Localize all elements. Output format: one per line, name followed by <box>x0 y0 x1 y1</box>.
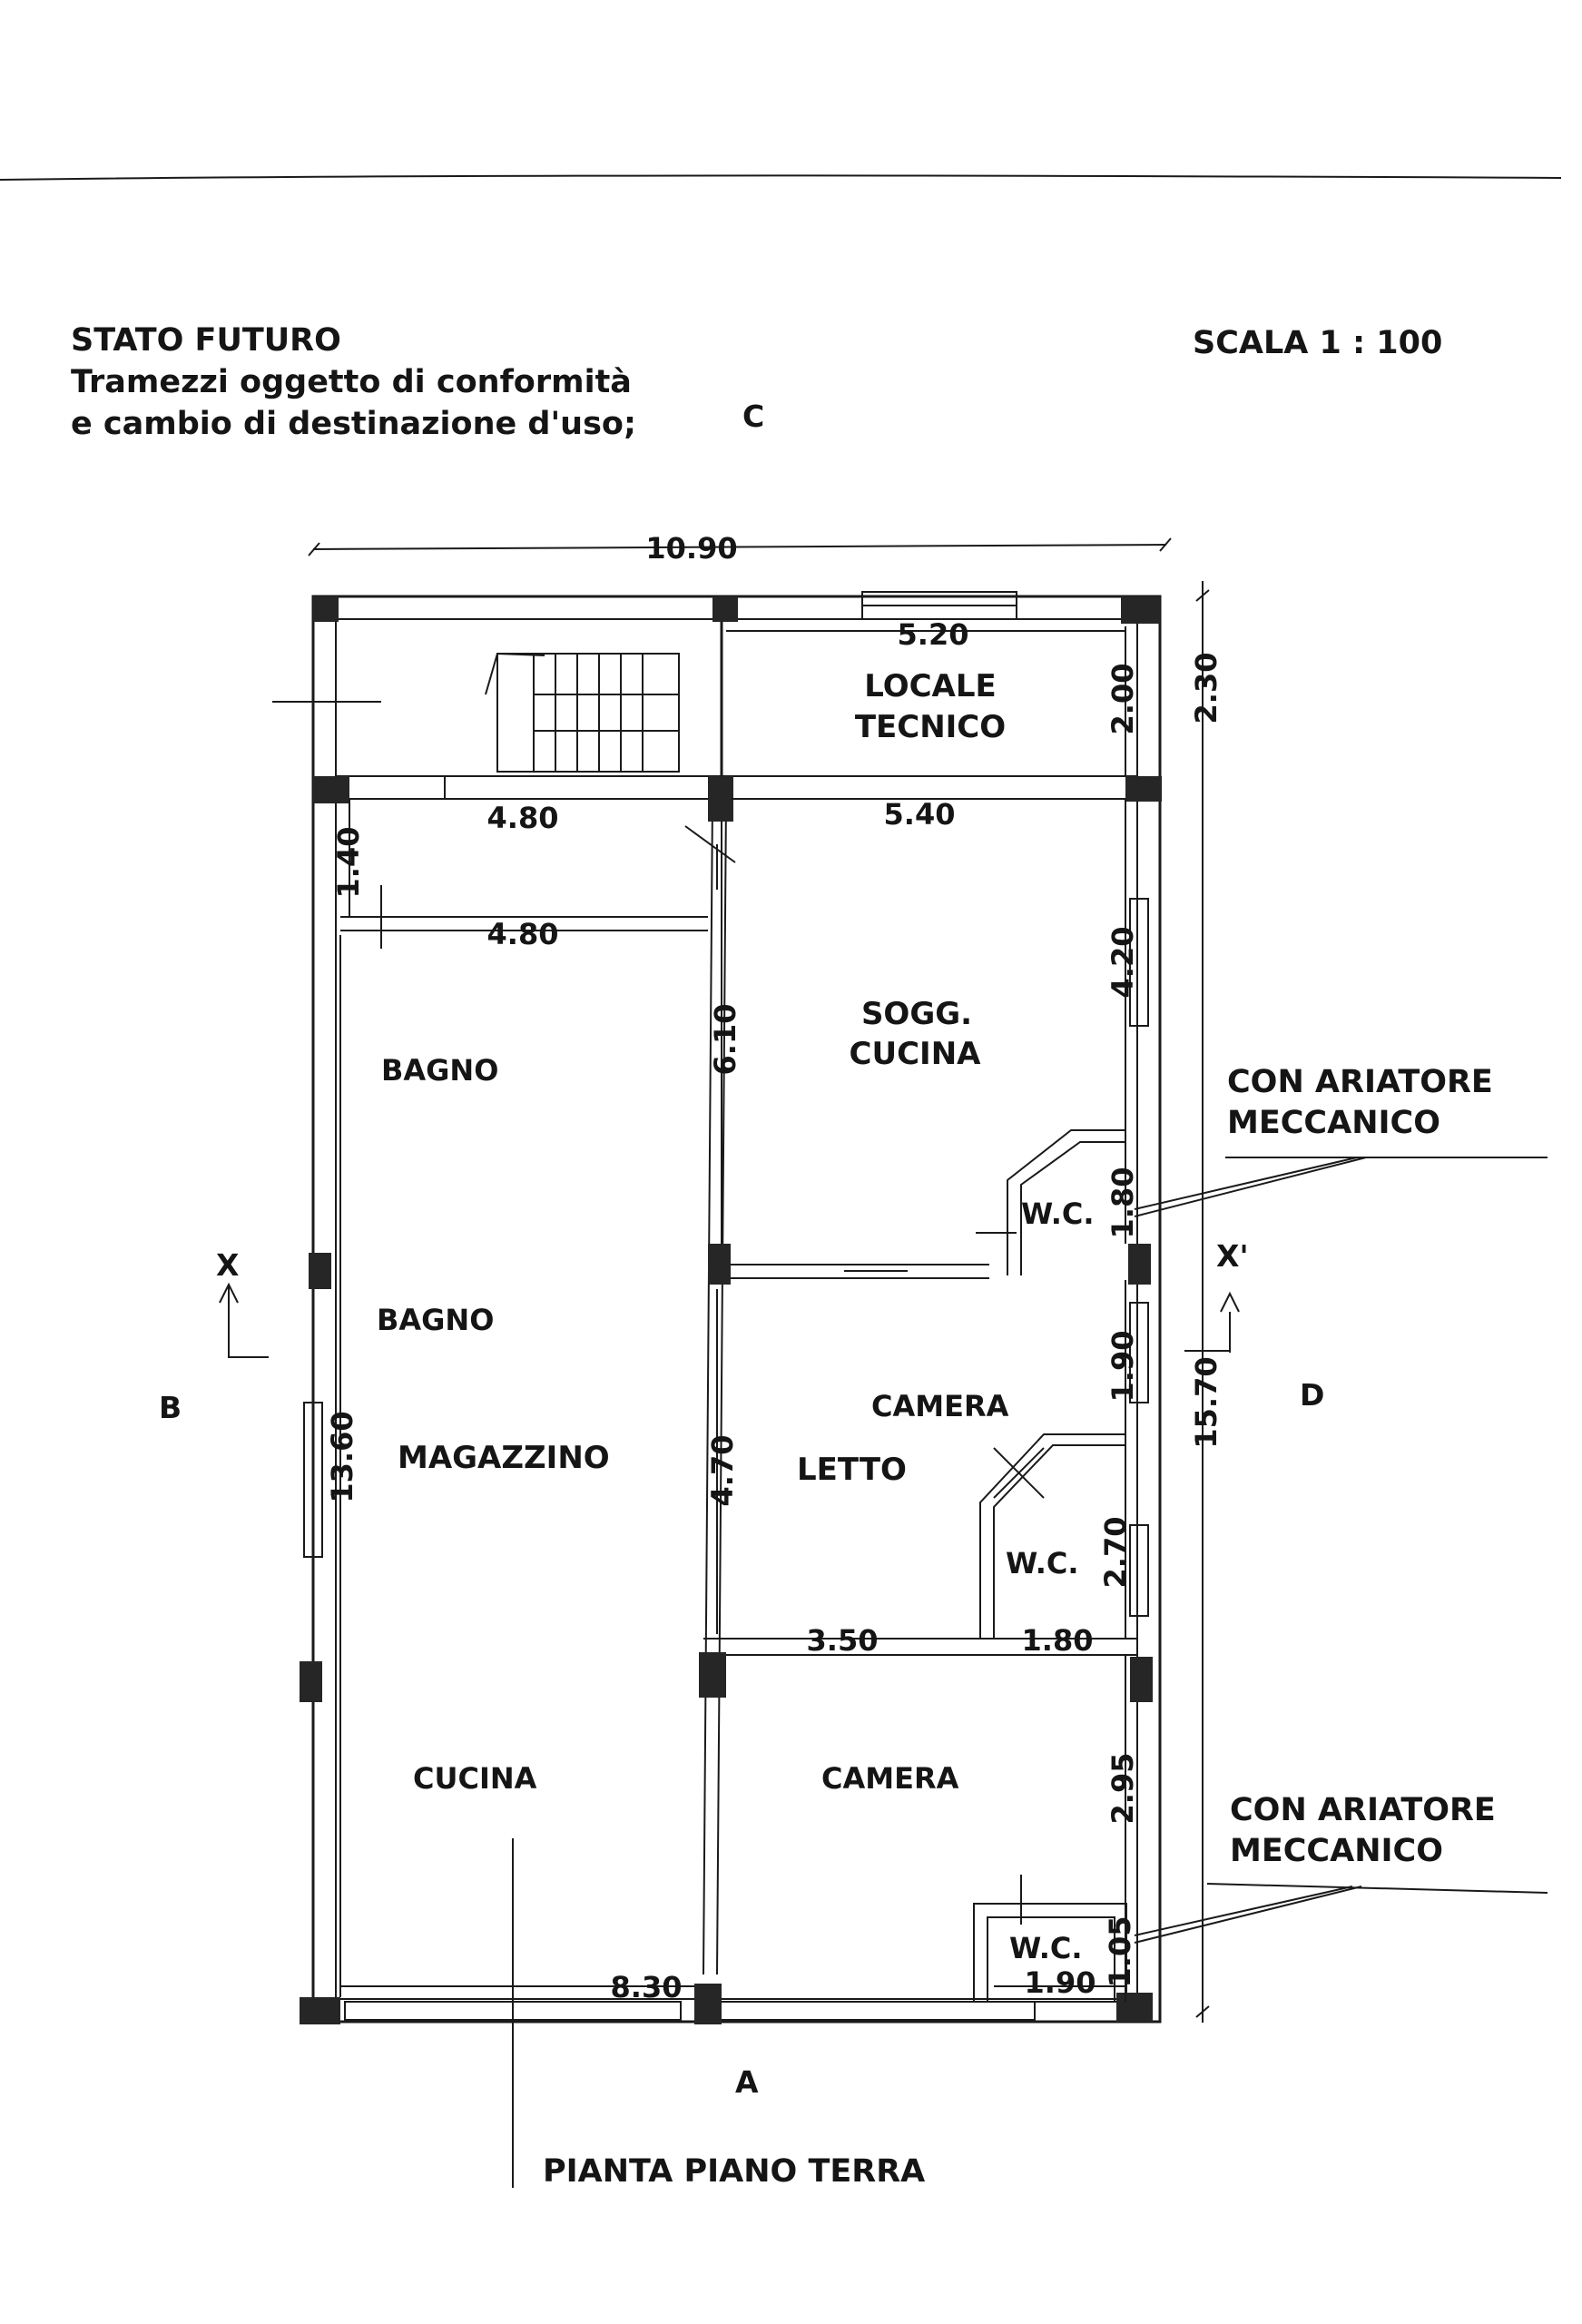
room-label-cucina: CUCINA <box>850 1036 982 1072</box>
dim-wc2-upper: 1.90 <box>1105 1331 1140 1403</box>
dim-wc1-height: 1.80 <box>1105 1167 1140 1239</box>
dim-wc3-height: 1.05 <box>1103 1916 1137 1988</box>
section-label-right: X' <box>1216 1238 1249 1274</box>
dim-wc2-height: 2.70 <box>1098 1517 1133 1589</box>
faded-label: CUCINA <box>413 1761 537 1796</box>
dim-upper-side: 2.30 <box>1189 653 1223 724</box>
description-line-2: e cambio di destinazione d'uso; <box>71 406 636 442</box>
faded-label: CAMERA <box>871 1389 1009 1423</box>
room-label-locale: LOCALE <box>864 668 997 704</box>
description-line-1: Tramezzi oggetto di conformità <box>71 364 632 400</box>
orientation-top: C <box>742 399 764 434</box>
room-label-wc-1: W.C. <box>1021 1196 1094 1231</box>
orientation-bottom: A <box>735 2064 759 2100</box>
room-label-tecnico: TECNICO <box>855 709 1006 745</box>
sheet-top-rule <box>0 174 1562 181</box>
dim-total-width: 10.90 <box>645 531 737 566</box>
faded-labels: BAGNO BAGNO CAMERA CUCINA CAMERA <box>377 1053 1009 1796</box>
note-leaders <box>1134 1157 1548 1944</box>
room-label-wc-3: W.C. <box>1009 1931 1082 1965</box>
dim-bottom-width: 8.30 <box>611 1970 683 2004</box>
room-label-sogg: SOGG. <box>861 996 972 1032</box>
state-label: STATO FUTURO <box>71 322 341 359</box>
note-ariatore-1-line-2: MECCANICO <box>1227 1105 1440 1141</box>
dim-letto-height: 4.70 <box>705 1435 740 1507</box>
dim-corridor-width-top: 4.80 <box>487 801 559 835</box>
dimension-lines <box>308 537 1210 2023</box>
dim-tecnico-height: 2.00 <box>1105 664 1140 735</box>
dim-cucina-height: 4.20 <box>1105 927 1140 999</box>
note-ariatore-2-line-1: CON ARIATORE <box>1230 1792 1496 1828</box>
dim-total-depth: 15.70 <box>1189 1356 1223 1448</box>
note-ariatore-2-line-2: MECCANICO <box>1230 1833 1443 1869</box>
dim-cucina-width: 5.40 <box>884 797 956 832</box>
orientation-left: B <box>159 1390 182 1425</box>
room-label-wc-2: W.C. <box>1006 1546 1078 1581</box>
staircase <box>272 652 680 773</box>
dim-wc3-width: 1.90 <box>1025 1965 1096 2000</box>
dim-tecnico-width: 5.20 <box>898 617 969 652</box>
scale-label: SCALA 1 : 100 <box>1193 325 1443 361</box>
faded-label: CAMERA <box>821 1761 959 1796</box>
orientation-right: D <box>1300 1377 1324 1413</box>
dim-lower-height: 2.95 <box>1105 1753 1140 1825</box>
dim-wc2-width: 1.80 <box>1022 1623 1094 1658</box>
dim-partition-height: 6.10 <box>708 1004 742 1076</box>
dim-corridor-width-bottom: 4.80 <box>487 917 559 951</box>
faded-label: BAGNO <box>381 1053 498 1088</box>
dim-letto-width: 3.50 <box>807 1623 879 1658</box>
dim-corridor-height: 1.40 <box>331 827 366 899</box>
dim-magazzino-height: 13.60 <box>325 1411 359 1502</box>
note-ariatore-1-line-1: CON ARIATORE <box>1227 1064 1493 1100</box>
room-label-letto: LETTO <box>797 1452 907 1488</box>
section-label-left: X <box>216 1247 239 1283</box>
faded-label: BAGNO <box>377 1303 494 1337</box>
columns <box>300 596 1162 2024</box>
room-label-magazzino: MAGAZZINO <box>398 1440 610 1476</box>
plan-title: PIANTA PIANO TERRA <box>543 2153 925 2190</box>
section-markers <box>219 1282 1240 1358</box>
